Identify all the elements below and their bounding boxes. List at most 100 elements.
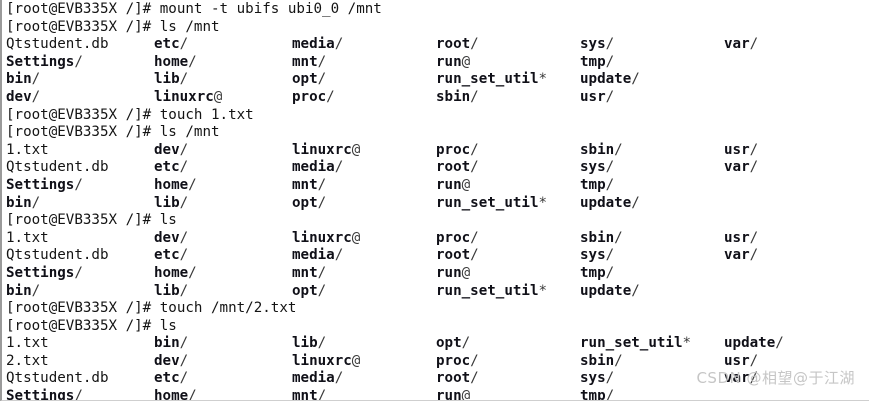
ls-entry-name: opt [292,71,318,88]
ls-entry-dir: home/ [154,265,197,283]
ls-entry-suffix: / [631,194,640,211]
ls-entry-suffix: * [538,282,548,299]
ls-entry-suffix: / [470,88,479,105]
ls-entry-name: media [292,370,335,387]
ls-entry-link: linuxrc@ [292,230,360,248]
ls-entry-suffix: / [317,335,327,352]
ls-entry-dir: var/ [724,36,758,54]
ls-entry-dir: proc/ [436,230,479,248]
ls-entry-dir: opt/ [292,195,326,213]
prompt-line[interactable]: [root@EVB335X /]# mount -t ubifs ubi0_0 … [6,1,869,19]
ls-entry-name: update [580,194,632,211]
ls-entry-name: run [436,176,462,193]
ls-entry-suffix: / [749,36,759,53]
prompt-line[interactable]: [root@EVB335X /]# ls [6,318,869,336]
terminal-output[interactable]: [root@EVB335X /]# mount -t ubifs ubi0_0 … [6,1,869,401]
ls-entry-dir: mnt/ [292,54,326,72]
ls-entry-dir: opt/ [436,335,470,353]
ls-entry-dir: home/ [154,388,197,401]
prompt-line[interactable]: [root@EVB335X /]# touch 1.txt [6,107,869,125]
ls-entry-name: bin [6,71,32,88]
ls-entry-suffix: / [179,352,189,369]
ls-entry-name: Settings [6,388,75,401]
ls-entry-name: run_set_util [436,282,539,299]
ls-entry-suffix: / [188,176,197,193]
ls-entry-name: media [292,247,335,264]
ls-entry-file: 1.txt [6,335,49,353]
ls-entry-dir: lib/ [154,71,188,89]
ls-entry-file: Qtstudent.db [6,370,109,388]
ls-entry-suffix: / [317,282,327,299]
ls-entry-name: media [292,159,335,176]
ls-entry-suffix: / [631,71,640,88]
ls-entry-suffix: / [470,36,479,53]
ls-entry-exec: run_set_util* [436,283,547,301]
ls-entry-suffix: / [317,194,327,211]
ls-entry-suffix: / [317,264,327,281]
ls-entry-name: sys [580,36,606,53]
ls-entry-name: linuxrc [154,88,214,105]
ls-entry-suffix: @ [213,88,223,105]
ls-entry-name: bin [6,282,32,299]
ls-entry-dir: etc/ [154,247,188,265]
ls-entry-suffix: / [605,388,615,401]
ls-entry-suffix: / [326,88,335,105]
shell-prompt: [root@EVB335X /]# [6,106,160,123]
ls-entry-suffix: / [317,176,327,193]
ls-output-row: bin/lib/opt/run_set_util*update/ [6,283,869,301]
ls-entry-dir: usr/ [724,230,758,248]
ls-entry-suffix: / [31,71,41,88]
ls-entry-name: Qtstudent.db [6,36,109,53]
ls-entry-suffix: / [74,264,83,281]
ls-entry-name: tmp [580,264,606,281]
ls-entry-file: 1.txt [6,142,49,160]
ls-entry-suffix: @ [351,229,361,246]
ls-entry-link: run@ [436,265,470,283]
prompt-line[interactable]: [root@EVB335X /]# touch /mnt/2.txt [6,300,869,318]
ls-entry-dir: proc/ [436,142,479,160]
prompt-line[interactable]: [root@EVB335X /]# ls /mnt [6,19,869,37]
ls-entry-name: var [724,370,750,387]
ls-entry-suffix: / [74,176,83,193]
ls-entry-dir: root/ [436,247,479,265]
ls-entry-dir: usr/ [580,89,614,107]
ls-entry-name: run_set_util [436,71,539,88]
ls-entry-name: bin [154,335,180,352]
ls-entry-dir: sys/ [580,370,614,388]
ls-entry-dir: bin/ [154,335,188,353]
ls-entry-suffix: @ [461,53,471,70]
ls-entry-name: Settings [6,53,75,70]
ls-entry-name: dev [154,352,180,369]
ls-entry-dir: sys/ [580,247,614,265]
ls-entry-dir: var/ [724,247,758,265]
ls-entry-suffix: @ [351,352,361,369]
ls-entry-name: var [724,159,750,176]
ls-entry-dir: Settings/ [6,388,83,401]
ls-entry-name: run [436,264,462,281]
prompt-line[interactable]: [root@EVB335X /]# ls /mnt [6,124,869,142]
ls-entry-file: 2.txt [6,353,49,371]
ls-entry-suffix: / [31,88,41,105]
ls-entry-suffix: / [188,388,197,401]
shell-prompt: [root@EVB335X /]# [6,300,160,317]
ls-entry-suffix: / [179,247,189,264]
ls-entry-dir: var/ [724,159,758,177]
ls-entry-name: bin [6,194,32,211]
prompt-line[interactable]: [root@EVB335X /]# ls [6,212,869,230]
ls-entry-link: linuxrc@ [292,353,360,371]
ls-entry-dir: mnt/ [292,265,326,283]
shell-prompt: [root@EVB335X /]# [6,18,160,35]
ls-entry-name: opt [292,282,318,299]
ls-entry-dir: home/ [154,177,197,195]
ls-entry-suffix: @ [461,176,471,193]
ls-entry-dir: Settings/ [6,54,83,72]
ls-entry-dir: opt/ [292,71,326,89]
ls-entry-dir: media/ [292,247,343,265]
ls-entry-suffix: / [179,335,189,352]
ls-entry-name: proc [436,352,471,369]
ls-entry-name: dev [154,141,180,158]
ls-entry-dir: bin/ [6,195,40,213]
